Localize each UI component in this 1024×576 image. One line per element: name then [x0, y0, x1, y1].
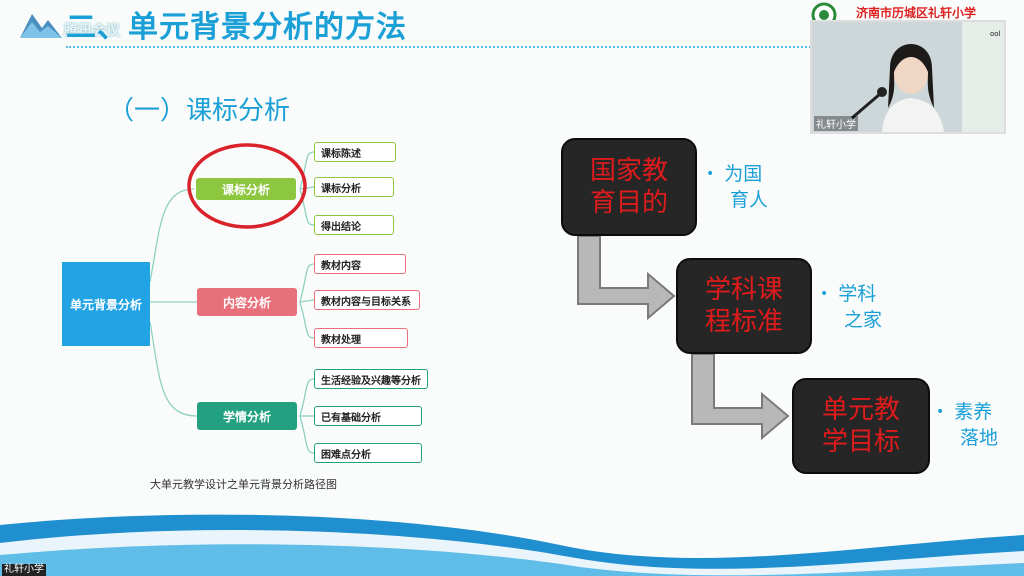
- flow-step-curriculum-standard: 学科课 程标准: [676, 258, 812, 354]
- title-divider: [66, 46, 826, 48]
- bullet-text: 为国: [724, 163, 763, 185]
- branch-learner-label: 学情分析: [222, 409, 271, 424]
- school-en-fragment: ool: [990, 30, 1001, 38]
- school-name: 济南市历城区礼轩小学: [856, 6, 977, 20]
- flow-step-unit-goal: 单元教 学目标: [792, 378, 930, 474]
- leaf-content-goal-relation: 教材内容与目标关系: [314, 290, 420, 310]
- leaf-label: 课标陈述: [321, 148, 361, 160]
- flow-bullet-2: • 学科 之家: [820, 282, 882, 333]
- leaf-life-experience: 生活经验及兴趣等分析: [314, 369, 428, 389]
- leaf-curriculum-analysis: 课标分析: [314, 177, 394, 197]
- leaf-conclusion: 得出结论: [314, 215, 394, 235]
- flow-step-line: 单元教: [821, 394, 900, 425]
- bullet-text: 学科: [838, 283, 877, 305]
- leaf-textbook-processing: 教材处理: [314, 328, 408, 348]
- flow-arrows: [577, 235, 790, 440]
- leaf-difficulty: 困难点分析: [314, 443, 422, 463]
- bullet-dot-icon: •: [706, 166, 715, 183]
- flow-bullet-3: • 素养 落地: [936, 400, 998, 451]
- bullet-text: 落地: [960, 426, 999, 449]
- mindmap-root: 单元背景分析: [62, 262, 150, 346]
- slide-title: 二、单元背景分析的方法: [66, 10, 407, 45]
- leaf-curriculum-statement: 课标陈述: [314, 142, 396, 162]
- leaf-label: 教材处理: [321, 334, 361, 346]
- flow-step-line: 学科课: [704, 274, 783, 305]
- leaf-label: 已有基础分析: [321, 412, 381, 424]
- mindmap-caption: 大单元教学设计之单元背景分析路径图: [150, 478, 337, 491]
- mindmap-root-label: 单元背景分析: [69, 297, 142, 312]
- branch-curriculum-label: 课标分析: [221, 182, 270, 197]
- webcam-name-label: 礼轩小学: [814, 116, 858, 131]
- webcam-person-icon: [812, 22, 1004, 132]
- webcam-video[interactable]: 礼轩小学: [810, 20, 1006, 134]
- flow-step-line: 程标准: [704, 307, 783, 337]
- flow-step-line: 学目标: [821, 427, 900, 457]
- bullet-dot-icon: •: [936, 404, 945, 421]
- branch-content: 内容分析: [197, 288, 297, 316]
- meeting-watermark: 腾讯会议: [64, 23, 120, 39]
- leaf-label: 教材内容: [321, 260, 361, 272]
- flow-bullet-1: • 为国 育人: [706, 162, 768, 213]
- branch-learner: 学情分析: [197, 402, 297, 430]
- leaf-label: 教材内容与目标关系: [321, 296, 411, 308]
- leaf-label: 课标分析: [321, 183, 361, 195]
- section-subtitle: （一）课标分析: [108, 96, 291, 126]
- bullet-text: 素养: [954, 401, 993, 423]
- bullet-text: 之家: [844, 308, 883, 331]
- meeting-logo-icon: [20, 14, 62, 38]
- bullet-dot-icon: •: [820, 286, 829, 303]
- bottom-wave-decoration: [0, 514, 1024, 576]
- participant-name-label: 礼轩小学: [2, 564, 46, 576]
- branch-curriculum: 课标分析: [196, 178, 296, 200]
- leaf-label: 困难点分析: [321, 449, 371, 461]
- branch-content-label: 内容分析: [222, 295, 271, 310]
- highlight-circle: [187, 143, 307, 229]
- flow-step-line: 国家教: [589, 155, 668, 186]
- flow-step-line: 育目的: [589, 188, 668, 218]
- leaf-existing-basis: 已有基础分析: [314, 406, 422, 426]
- flow-step-national-goal: 国家教 育目的: [561, 138, 697, 236]
- leaf-textbook-content: 教材内容: [314, 254, 406, 274]
- leaf-label: 得出结论: [321, 221, 361, 233]
- leaf-label: 生活经验及兴趣等分析: [321, 375, 421, 387]
- bullet-text: 育人: [730, 188, 769, 211]
